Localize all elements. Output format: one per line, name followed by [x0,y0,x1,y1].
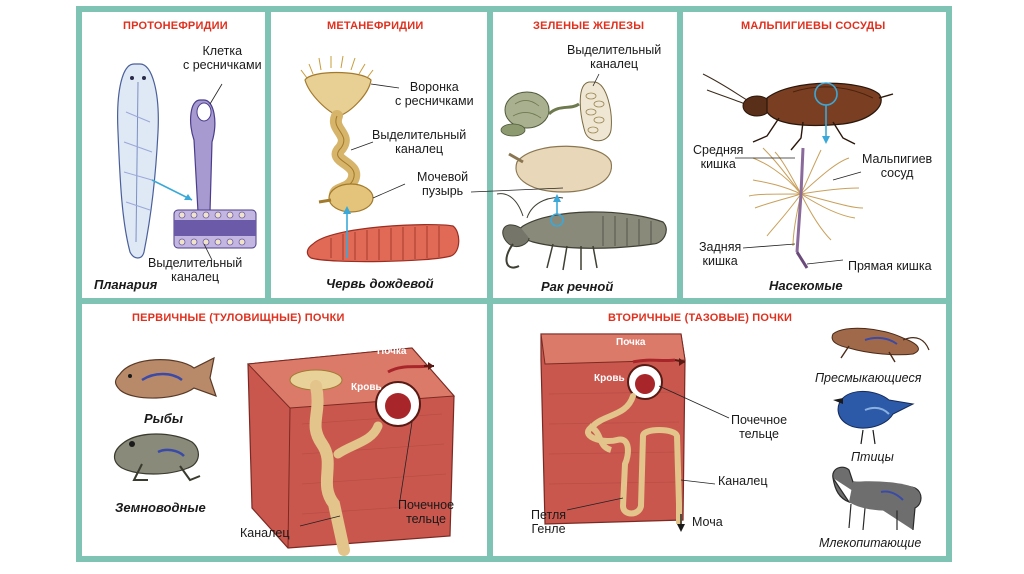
label-ciliated-cell: Клетка с ресничками [183,44,262,72]
label-canal: Каналец [240,526,290,540]
label-excretory-canal: Выделительный каналец [372,128,466,156]
label-blood: Кровь [594,373,625,384]
label-hindgut: Задняя кишка [699,240,741,268]
caption-planaria: Планария [94,277,157,292]
label-canal: Каналец [718,474,768,488]
label-rectum: Прямая кишка [848,259,932,273]
caption-birds: Птицы [851,450,894,464]
label-urine: Моча [692,515,723,529]
panel-malpighian-tubules: МАЛЬПИГИЕВЫ СОСУДЫ Средняя кишка Мальп [683,12,946,298]
panel-protonephridia: ПРОТОНЕФРИДИИ Клетка с ресничками Выдели… [82,12,265,298]
label-excretory-canal: Выделительный каналец [148,256,242,284]
label-blood: Кровь [351,382,382,393]
label-henle-loop: Петля Генле [531,508,566,536]
panel-primary-kidneys: ПЕРВИЧНЫЕ (ТУЛОВИЩНЫЕ) ПОЧКИ Почка Кровь [82,304,487,556]
label-ciliated-funnel: Воронка с ресничками [395,80,474,108]
label-kidney: Почка [616,337,645,348]
label-renal-corpuscle: Почечное тельце [731,413,787,441]
caption-crayfish: Рак речной [541,279,613,294]
label-bladder: Мочевой пузырь [417,170,468,198]
panel-green-glands: ЗЕЛЕНЫЕ ЖЕЛЕЗЫ Выделительный каналец Ра [493,12,677,298]
caption-amphibians: Земноводные [115,500,206,515]
label-renal-corpuscle: Почечное тельце [398,498,454,526]
label-excretory-canal: Выделительный каналец [567,43,661,71]
caption-mammals: Млекопитающие [819,536,921,550]
panel-secondary-kidneys: ВТОРИЧНЫЕ (ТАЗОВЫЕ) ПОЧКИ [493,304,946,556]
caption-fish: Рыбы [144,411,183,426]
label-kidney: Почка [377,346,406,357]
panel-metanephridia: МЕТАНЕФРИДИИ Воронка с ресничками Выдели… [271,12,487,298]
label-midgut: Средняя кишка [693,143,743,171]
caption-insects: Насекомые [769,278,843,293]
caption-earthworm: Червь дождевой [326,276,434,291]
caption-reptiles: Пресмыкающиеся [815,371,921,385]
label-malpighian-vessel: Мальпигиев сосуд [862,152,932,180]
